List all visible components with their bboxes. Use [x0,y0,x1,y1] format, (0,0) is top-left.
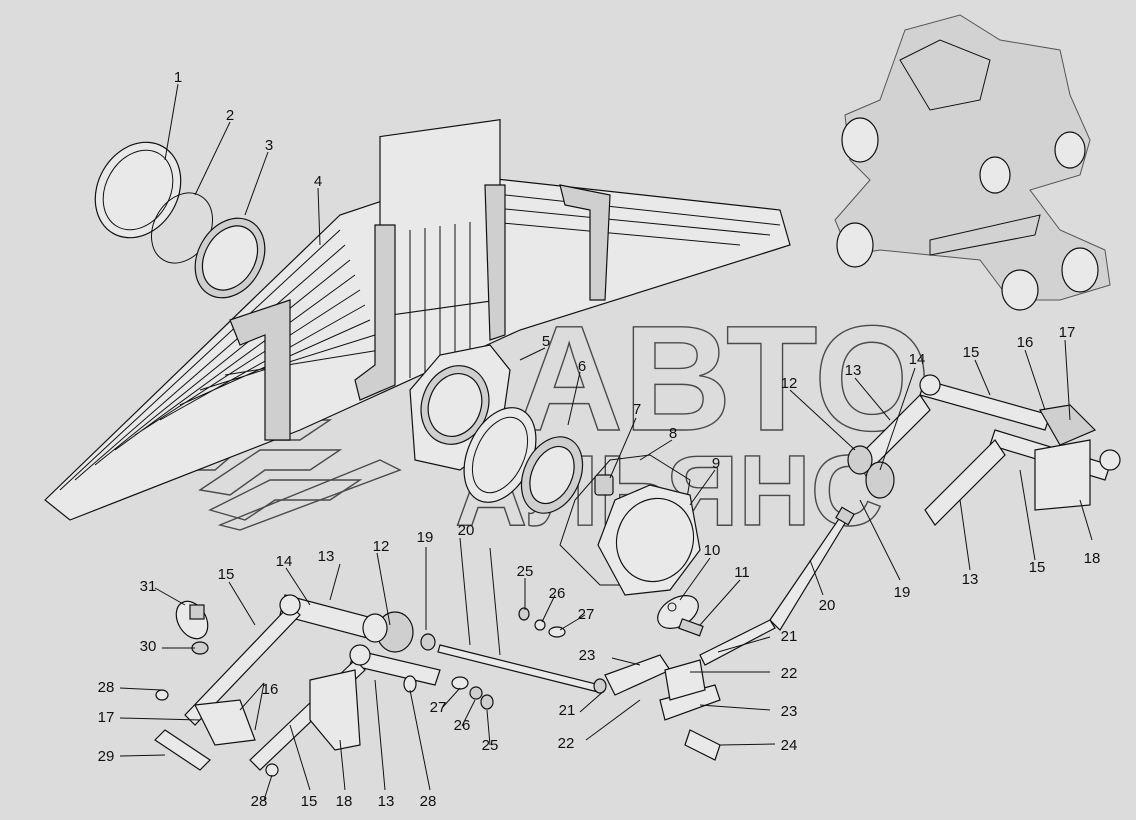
callout-15-left: 15 [218,566,235,583]
callout-26-top: 26 [549,585,566,602]
bolt-11 [678,618,704,637]
callout-25-bottom: 25 [482,737,499,754]
leaf-spring-4 [44,119,791,521]
callout-12-left: 12 [373,538,390,555]
callout-23-right: 23 [781,703,798,720]
callout-8: 8 [669,425,677,442]
callout-18-right: 18 [1084,550,1101,567]
callout-17-left: 17 [98,709,115,726]
callout-1: 1 [174,69,182,86]
callout-28-c: 28 [420,793,437,810]
callout-28-b: 28 [251,793,268,810]
callout-12-right: 12 [781,375,798,392]
callout-6: 6 [578,358,586,375]
reaction-rod-left [154,594,441,771]
callout-27-bottom: 27 [430,699,447,716]
bushing-3 [194,217,266,299]
callout-13-left: 13 [318,548,335,565]
callout-29: 29 [98,748,115,765]
callout-numbers: 1 2 3 4 5 6 7 8 9 10 11 12 13 14 15 16 1… [98,69,1101,810]
callout-19-right: 19 [894,584,911,601]
hub-flange-5 [409,344,511,471]
leader-lines [119,83,1093,801]
callout-27-top: 27 [578,606,595,623]
callout-15-right: 15 [963,344,980,361]
callout-15-right-bottom: 15 [1029,559,1046,576]
callout-28-a: 28 [98,679,115,696]
callout-5: 5 [542,333,550,350]
callout-22-right: 22 [781,665,798,682]
callout-19-left: 19 [417,529,434,546]
ring-6 [463,407,537,503]
callout-14-right: 14 [909,351,926,368]
callout-20-right: 20 [819,597,836,614]
callout-23-left: 23 [579,647,596,664]
callout-10: 10 [704,542,721,559]
callout-4: 4 [314,173,322,190]
callout-24: 24 [781,737,798,754]
clamp-assembly-21-24 [593,619,776,761]
ring-1 [94,141,182,239]
callout-13-bottom: 13 [378,793,395,810]
callout-20-left: 20 [458,522,475,539]
callout-30: 30 [140,638,157,655]
callout-3: 3 [265,137,273,154]
cover-9 [597,484,701,596]
bracket-ghost-view [834,14,1111,311]
callout-22-left: 22 [558,735,575,752]
callout-7: 7 [633,401,641,418]
gasket [559,454,691,586]
callout-11: 11 [734,564,750,581]
callout-15-bottom: 15 [301,793,318,810]
callout-14-left: 14 [276,553,293,570]
callout-17-right: 17 [1059,324,1076,341]
callout-13-right-bottom: 13 [962,571,979,588]
callout-2: 2 [226,107,234,124]
callout-16-right: 16 [1017,334,1034,351]
watermark-text-1: АВТО [515,294,931,462]
callout-18-left: 18 [336,793,353,810]
callout-31: 31 [140,578,157,595]
callout-25-top: 25 [517,563,534,580]
plug-7 [594,474,614,496]
callout-13-right: 13 [845,362,862,379]
callout-26-bottom: 26 [454,717,471,734]
callout-16-left: 16 [262,681,279,698]
callout-21-right: 21 [781,628,798,645]
callout-21-left: 21 [559,702,576,719]
tie-rod-20 [155,607,601,777]
callout-9: 9 [712,455,720,472]
reaction-rod-right [769,374,1121,631]
seal-8 [520,436,584,514]
